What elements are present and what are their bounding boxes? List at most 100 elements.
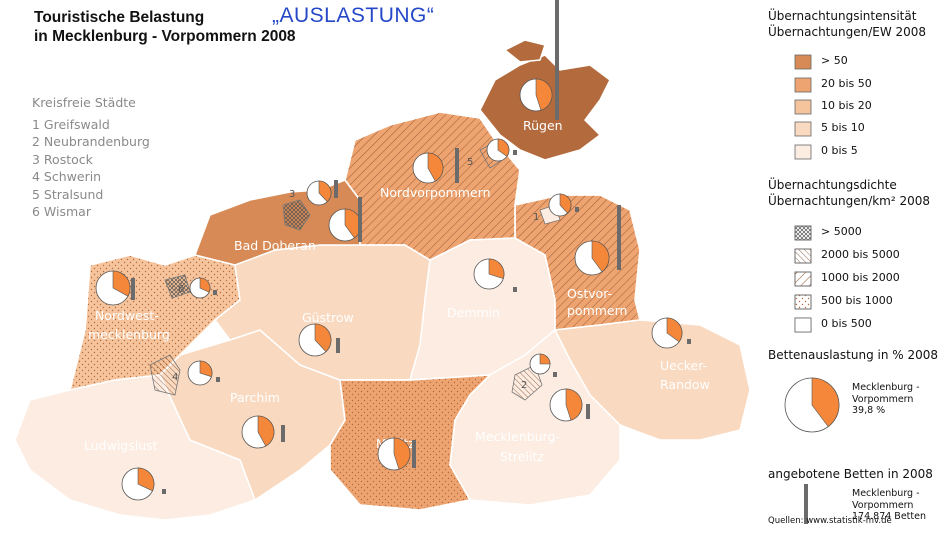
legend-swatch-density — [794, 248, 812, 264]
pie-neubrandenburg — [529, 353, 551, 375]
city-number-5: 5 — [467, 157, 473, 168]
bar-wismar — [213, 290, 217, 295]
beds-note-1: Mecklenburg - — [852, 488, 920, 499]
occupancy-note-2: Vorpommern — [852, 393, 914, 405]
label-nordwest-1: Nordwest- — [95, 308, 159, 323]
pie-rostock — [306, 180, 332, 206]
bar-ruegen — [555, 0, 559, 120]
city-rostock — [282, 199, 311, 231]
map-title: Touristische Belastung in Mecklenburg - … — [34, 8, 296, 46]
legend-swatch-density — [794, 294, 812, 310]
occupancy-note-3: 39,8 % — [852, 405, 886, 416]
title-line-2: in Mecklenburg - Vorpommern 2008 — [34, 28, 296, 45]
label-mst-2: Strelitz — [500, 449, 544, 464]
legend-occupancy-note: Mecklenburg - Vorpommern 39,8 % — [852, 382, 920, 417]
legend-density-5: 0 bis 500 — [821, 317, 872, 330]
symbols-layer — [95, 0, 691, 501]
city-schwerin — [149, 354, 181, 396]
city-wismar — [164, 274, 191, 299]
bar-mueritz — [412, 440, 416, 468]
region-mueritz-pattern — [329, 374, 492, 511]
label-demmin: Demmin — [447, 305, 500, 320]
legend-swatch-density — [794, 225, 812, 241]
legend-bar-example — [804, 484, 808, 524]
legend-swatch-density — [794, 271, 812, 287]
legend-intensity-2: 20 bis 50 — [821, 77, 872, 90]
city-list-heading: Kreisfreie Städte — [32, 95, 136, 110]
legend-occupancy-title: Bettenauslastung in % 2008 — [768, 348, 939, 362]
legend-intensity-1: > 50 — [821, 54, 848, 67]
label-uecker-2: Randow — [660, 377, 710, 392]
pie-schwerin — [187, 360, 213, 386]
pie-stralsund — [486, 138, 510, 162]
legend-intensity-title-2: Übernachtungen/EW 2008 — [768, 25, 927, 39]
city-number-3: 3 — [289, 189, 295, 200]
legend-density-2: 2000 bis 5000 — [821, 248, 900, 261]
legend-pie-example — [784, 377, 840, 433]
legend-density-1: > 5000 — [821, 225, 862, 238]
city-list: Kreisfreie Städte 1 Greifswald 2 Neubran… — [32, 94, 150, 221]
city-number-1: 1 — [533, 212, 539, 223]
label-bad-doberan: Bad Doberan — [234, 238, 316, 253]
city-number-6: 6 — [178, 284, 184, 295]
legend-swatch-intensity — [794, 144, 812, 160]
bar-demmin — [513, 287, 517, 292]
pie-bad-doberan — [328, 208, 362, 242]
pie-uecker-randow — [651, 317, 683, 349]
bar-bad-doberan — [358, 197, 362, 242]
legend-intensity-5: 0 bis 5 — [821, 144, 858, 157]
bar-schwerin — [216, 377, 220, 382]
pie-demmin — [473, 258, 505, 290]
beds-note-3: 174.874 Betten — [852, 511, 926, 522]
bar-rostock — [334, 180, 338, 198]
label-ostvor-1: Ostvor- — [567, 286, 612, 301]
label-uecker-1: Uecker- — [660, 358, 707, 373]
pie-nordvorpommern — [412, 152, 444, 184]
pie-parchim — [241, 415, 275, 449]
legend-density-title-1: Übernachtungsdichte — [768, 178, 897, 192]
legend-density-3: 1000 bis 2000 — [821, 271, 900, 284]
legend-intensity-title: Übernachtungsintensität Übernachtungen/E… — [768, 8, 926, 40]
label-ostvor-2: pommern — [567, 303, 627, 318]
city-item: 5 Stralsund — [32, 186, 104, 202]
label-nordvorpommern: Nordvorpommern — [380, 185, 491, 200]
bar-greifswald — [575, 207, 579, 212]
pie-greifswald — [548, 193, 572, 217]
legend-intensity-4: 5 bis 10 — [821, 121, 865, 134]
pie-guestrow — [298, 323, 332, 357]
legend-beds-title: angebotene Betten in 2008 — [768, 467, 933, 481]
source-note: Quellen: www.statistik-mv.de — [768, 516, 892, 526]
label-mst-1: Mecklenburg- — [475, 429, 560, 444]
region-ruegen-north — [503, 39, 546, 63]
legend-density-title: Übernachtungsdichte Übernachtungen/km² 2… — [768, 177, 930, 209]
legend-swatch-intensity — [794, 121, 812, 137]
bar-neubrandenburg — [553, 372, 557, 377]
city-item: 4 Schwerin — [32, 169, 102, 184]
bar-ludwigslust — [162, 489, 166, 494]
region-nordvorpommern-pattern — [344, 111, 521, 261]
bar-ostvorpommern — [617, 205, 621, 270]
pie-nordwestmecklenburg — [95, 270, 131, 306]
pie-mecklenburg-strelitz — [549, 388, 583, 422]
label-ludwigslust: Ludwigslust — [84, 438, 158, 453]
bar-nordvorpommern — [455, 148, 459, 183]
legend-intensity-3: 10 bis 20 — [821, 99, 872, 112]
legend-swatch-intensity — [794, 77, 812, 93]
city-item: 6 Wismar — [32, 204, 91, 219]
pie-wismar — [189, 277, 211, 299]
legend-boxes — [784, 54, 840, 524]
bar-mecklenburg-strelitz — [586, 404, 590, 419]
bar-parchim — [281, 425, 285, 442]
bar-guestrow — [336, 338, 340, 353]
title-line-1: Touristische Belastung — [34, 9, 205, 26]
map-subtitle: „AUSLASTUNG“ — [272, 4, 435, 27]
city-number-4: 4 — [172, 372, 178, 383]
label-ruegen: Rügen — [523, 118, 563, 133]
legend-swatch-intensity — [794, 99, 812, 115]
pie-mueritz — [377, 437, 411, 471]
legend-intensity-title-1: Übernachtungsintensität — [768, 9, 917, 23]
city-item: 3 Rostock — [32, 151, 93, 167]
pie-ludwigslust — [121, 467, 155, 501]
legend-density-title-2: Übernachtungen/km² 2008 — [768, 194, 931, 208]
